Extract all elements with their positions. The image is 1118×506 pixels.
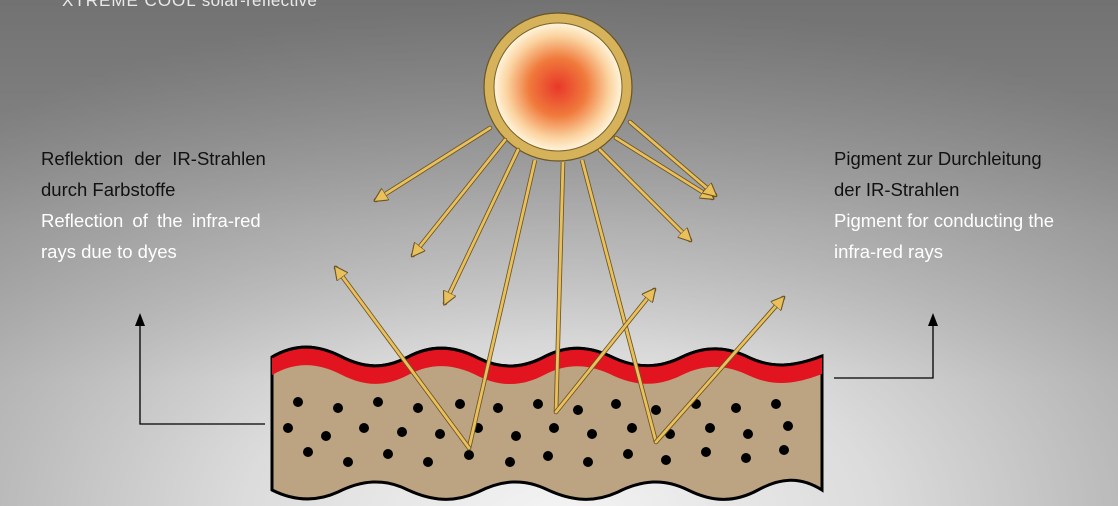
pigment-dot (397, 427, 407, 437)
pigment-dot (779, 445, 789, 455)
dye-reflection-label-en-2: rays due to dyes (41, 236, 266, 267)
pigment-dot (549, 423, 559, 433)
dye-reflection-label-en-1: Reflection of the infra-red (41, 205, 266, 236)
left-callout-connector (135, 313, 265, 424)
pigment-dot (493, 403, 503, 413)
sun-ray-6 (630, 122, 715, 195)
pigment-dot (743, 429, 753, 439)
pigment-dot (455, 399, 465, 409)
pigment-dot (423, 457, 433, 467)
pigment-dot (373, 397, 383, 407)
pigment-dot (293, 397, 303, 407)
pigment-dot (705, 423, 715, 433)
pigment-dot (583, 457, 593, 467)
pigment-dot (321, 431, 331, 441)
pigment-conduction-label: Pigment zur Durchleitung der IR-Strahlen… (834, 143, 1054, 267)
pigment-dot (623, 449, 633, 459)
dye-reflection-label-de-2: durch Farbstoffe (41, 174, 266, 205)
pigment-conduction-label-en-1: Pigment for conducting the (834, 205, 1054, 236)
pigment-dot (741, 453, 751, 463)
pigment-dot (505, 457, 515, 467)
sun-ray-5 (376, 128, 490, 200)
pigment-dot (413, 403, 423, 413)
pigment-dot (627, 423, 637, 433)
pigment-dot (611, 399, 621, 409)
pigment-conduction-label-en-2: infra-red rays (834, 236, 1054, 267)
pigment-dot (435, 429, 445, 439)
sun-ray-1 (413, 140, 505, 255)
pigment-dot (359, 423, 369, 433)
pigment-conduction-label-de-1: Pigment zur Durchleitung (834, 143, 1054, 174)
pigment-dot (343, 457, 353, 467)
dye-reflection-label-de-1: Reflektion der IR-Strahlen (41, 143, 266, 174)
pigment-dot (661, 455, 671, 465)
pigment-dot (543, 451, 553, 461)
pigment-dot (303, 447, 313, 457)
pigment-dot (383, 449, 393, 459)
pigment-dot (651, 405, 661, 415)
pigment-dot (587, 429, 597, 439)
pigment-conduction-label-de-2: der IR-Strahlen (834, 174, 1054, 205)
pigment-dot (511, 431, 521, 441)
right-callout-connector (834, 313, 938, 378)
pigment-dot (771, 399, 781, 409)
pigment-dot (333, 403, 343, 413)
pigment-dot (283, 423, 293, 433)
pigment-dot (783, 421, 793, 431)
dye-reflection-label: Reflektion der IR-Strahlen durch Farbsto… (41, 143, 266, 267)
pigment-dot (464, 450, 474, 460)
pigment-dot (533, 399, 543, 409)
pigment-dot (731, 403, 741, 413)
pigment-dot (701, 447, 711, 457)
pigment-dot (573, 405, 583, 415)
sun-ray-4 (616, 138, 712, 198)
